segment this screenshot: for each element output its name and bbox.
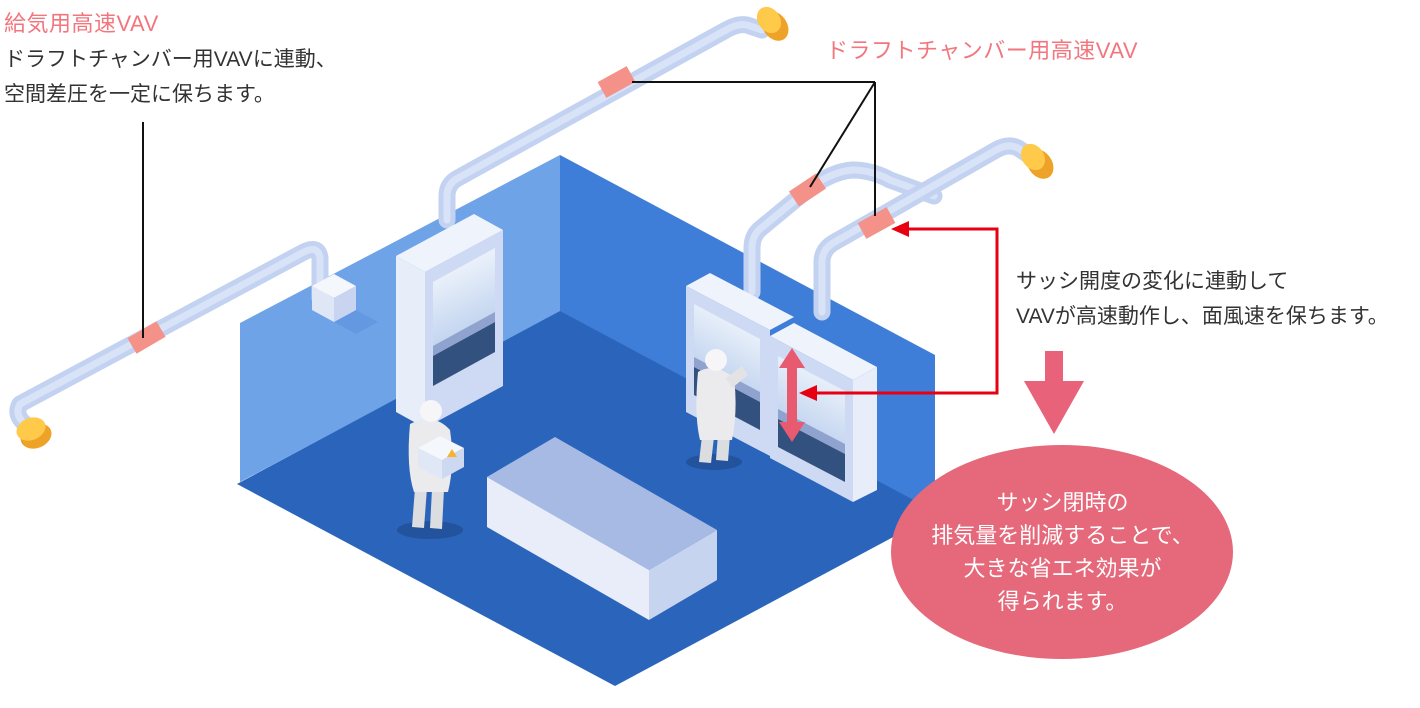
worker-shadow	[397, 521, 463, 539]
worker-hood-head	[420, 400, 442, 422]
worker-shadow	[686, 454, 742, 470]
hood-opening-dark	[433, 322, 495, 386]
red-arrowhead-icon	[799, 385, 817, 401]
warning-triangle-icon	[447, 449, 457, 457]
supply-diffuser-box	[312, 274, 378, 334]
hood-side	[396, 256, 425, 428]
energy-saving-note: サッシ閉時の 排気量を削減することで、 大きな省エネ効果が 得られます。	[931, 490, 1194, 614]
exhaust-leader-diagonal	[809, 81, 876, 188]
energy-saving-ellipse	[891, 445, 1233, 659]
draft-vav-band-2	[789, 173, 826, 207]
supply-duct	[9, 241, 329, 449]
duct-outlet-cap-icon	[756, 6, 789, 41]
hood-top	[396, 214, 503, 272]
hood-sash-rail	[433, 312, 495, 356]
worker-at-sash	[686, 349, 748, 470]
duct-outlet-cap-icon	[16, 417, 52, 449]
supply-vav-description: ドラフトチャンバー用VAVに連動、 空間差圧を一定に保ちます。	[4, 48, 337, 106]
duct-outlet-cap-icon	[1020, 143, 1054, 179]
worker-arm	[726, 366, 748, 388]
fume-hood-single	[396, 214, 503, 428]
carried-box	[418, 436, 464, 479]
exhaust-duct-pair	[743, 137, 1054, 321]
red-arrowhead-icon	[891, 221, 909, 237]
worker-carrying-box	[397, 400, 464, 539]
down-arrow-icon	[1024, 351, 1084, 434]
sash-motion-arrow-icon	[779, 348, 805, 442]
draft-chamber-vav-label: ドラフトチャンバー用高速VAV	[826, 38, 1139, 63]
red-annotation-line	[799, 221, 999, 401]
lab-bench	[487, 437, 717, 620]
sash-linkage-note: サッシ開度の変化に連動して VAVが高速動作し、面風速を保ちます。	[1016, 270, 1389, 328]
draft-vav-band-3	[857, 207, 896, 239]
leader-lines	[142, 81, 876, 338]
exhaust-duct-single	[438, 6, 789, 229]
supply-vav-band	[127, 321, 166, 354]
supply-vav-label: 給気用高速VAV	[4, 11, 159, 36]
draft-vav-band-1	[597, 66, 636, 98]
worker-hood-head	[705, 349, 727, 371]
